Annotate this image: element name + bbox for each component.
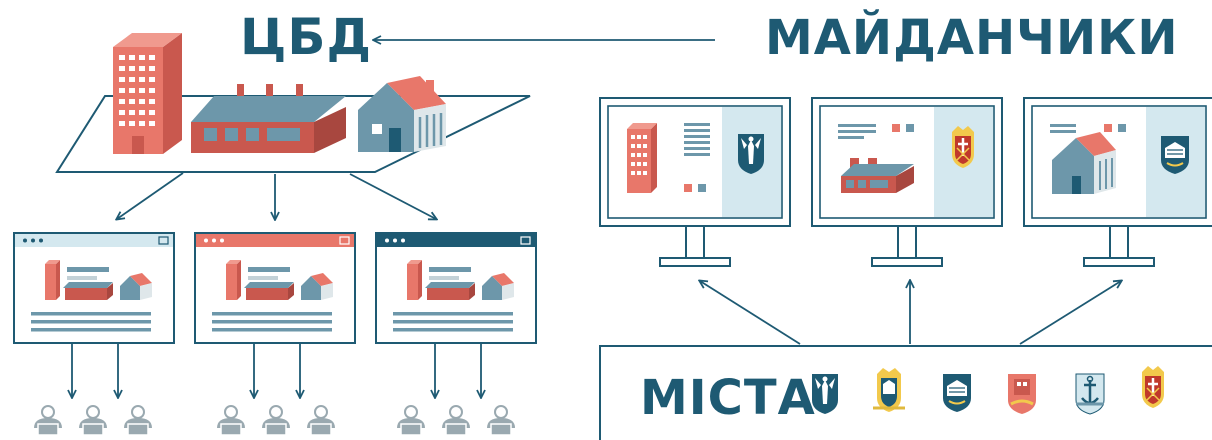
ternopil-coat-of-arms-icon bbox=[871, 366, 907, 414]
mykolaiv-coat-of-arms-icon bbox=[1074, 372, 1106, 416]
user-icon bbox=[78, 405, 108, 436]
cbd-database-platform bbox=[55, 33, 531, 173]
ternopil-city-coat-of-arms-icon bbox=[942, 373, 972, 413]
cbd-to-sites-arrows bbox=[117, 172, 436, 219]
factory-building-icon bbox=[191, 84, 346, 153]
user-icon bbox=[486, 405, 516, 436]
highrise-building-icon bbox=[113, 33, 182, 154]
cities-label: МІСТА bbox=[640, 370, 816, 426]
site-window-light bbox=[13, 232, 175, 344]
platform-monitor-3 bbox=[1023, 97, 1212, 267]
city-coat-of-arms-icon bbox=[1006, 372, 1038, 416]
user-icon bbox=[33, 405, 63, 436]
platform-monitor-1 bbox=[599, 97, 791, 267]
ternopil-coat-of-arms-icon bbox=[1160, 135, 1190, 175]
cities-to-platforms-arrows bbox=[700, 281, 1121, 345]
user-icon bbox=[123, 405, 153, 436]
cities-panel bbox=[599, 345, 1212, 440]
user-icon bbox=[306, 405, 336, 436]
cbd-label: ЦБД bbox=[240, 8, 373, 66]
platforms-label: МАЙДАНЧИКИ bbox=[765, 10, 1179, 66]
kyiv-coat-of-arms-icon bbox=[738, 134, 764, 174]
kyiv-coat-of-arms-icon bbox=[812, 374, 838, 414]
vinnytsia-coat-of-arms-icon bbox=[1140, 364, 1166, 410]
vinnytsia-coat-of-arms-icon bbox=[950, 124, 976, 170]
user-icon bbox=[396, 405, 426, 436]
user-icon bbox=[261, 405, 291, 436]
user-icon bbox=[441, 405, 471, 436]
site-to-users-arrows bbox=[72, 343, 481, 397]
site-window-salmon bbox=[194, 232, 356, 344]
platform-monitor-2 bbox=[811, 97, 1003, 267]
site-window-dark bbox=[375, 232, 537, 344]
user-icon bbox=[216, 405, 246, 436]
house-building-icon bbox=[358, 76, 446, 152]
